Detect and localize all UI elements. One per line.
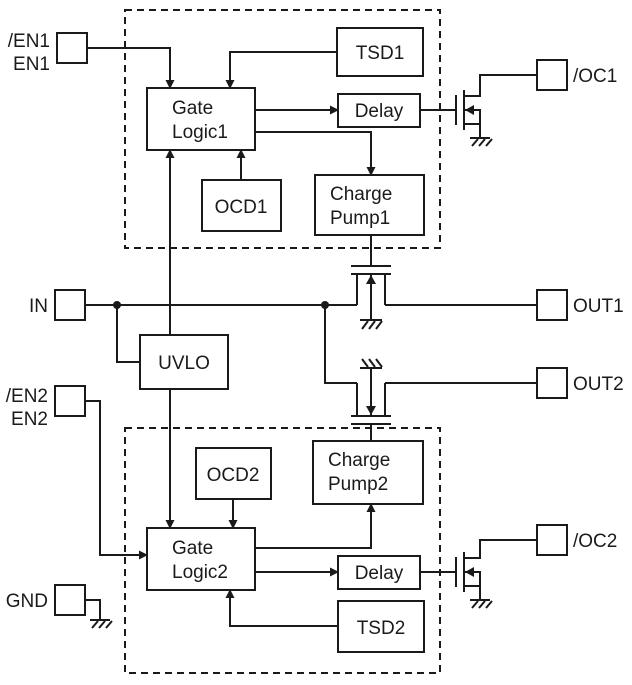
label-gate-logic1-line2: Logic1 — [172, 122, 228, 143]
gnd-ground-hatch — [91, 620, 113, 629]
pin-out1 — [536, 289, 568, 321]
pin-label-en1-line1: /EN1 — [8, 31, 50, 52]
pin-en1 — [56, 32, 88, 64]
oc1-ground-hatch — [471, 138, 493, 147]
label-gate-logic1-line1: Gate — [172, 98, 213, 119]
oc2-fet-body-arrow — [465, 567, 474, 577]
channel1-dashed-region — [124, 9, 441, 249]
label-gate-logic2-line1: Gate — [172, 538, 213, 559]
wire-tsd2-to-gatelogic2 — [225, 589, 338, 627]
pin-in — [54, 289, 86, 321]
oc2-fet-symbol — [455, 539, 537, 609]
pin-out2 — [536, 367, 568, 399]
block-tsd1 — [336, 27, 424, 77]
pin-label-en2-line1: /EN2 — [6, 386, 48, 407]
pass-fet2-symbol — [351, 358, 391, 425]
pin-label-gnd: GND — [6, 591, 48, 612]
block-uvlo — [139, 334, 229, 390]
oc2-ground-hatch — [471, 600, 493, 609]
block-tsd2 — [337, 600, 425, 653]
pin-label-out1: OUT1 — [573, 296, 624, 317]
block-delay2 — [337, 555, 421, 590]
wire-in-branch-to-uvlo — [116, 305, 140, 363]
junction-dot-in-uvlo — [113, 301, 121, 309]
label-gate-logic2-line2: Logic2 — [172, 562, 228, 583]
wire-gnd-to-ground — [85, 599, 101, 620]
wire-gatelogic2-to-chargepump2 — [255, 503, 376, 549]
gnd-ground-symbol — [90, 619, 113, 629]
block-ocd2 — [195, 447, 272, 500]
block-delay1 — [337, 93, 421, 128]
label-delay2: Delay — [355, 563, 404, 584]
wire-en2-to-gatelogic2 — [85, 400, 148, 560]
block-gate-logic2 — [146, 527, 256, 591]
wire-in-branch-to-passfet2 — [324, 305, 357, 384]
wires — [85, 47, 537, 627]
label-charge-pump2-line2: Pump2 — [328, 474, 388, 495]
block-ocd1 — [201, 179, 282, 232]
pin-label-oc1: /OC1 — [573, 66, 617, 87]
oc1-fet-source-wire — [464, 123, 481, 138]
pin-gnd — [54, 584, 86, 616]
block-gate-logic1 — [146, 87, 256, 151]
wire-tsd1-to-gatelogic1 — [225, 51, 337, 89]
label-charge-pump1-line2: Pump1 — [330, 208, 390, 229]
block-charge-pump1 — [314, 174, 425, 236]
pin-label-en1-line2: EN1 — [13, 54, 50, 75]
pin-oc2 — [536, 524, 568, 556]
label-ocd1: OCD1 — [215, 197, 268, 218]
pin-label-en2-line2: EN2 — [11, 409, 48, 430]
label-uvlo: UVLO — [158, 353, 210, 374]
junction-dot-in-out2 — [321, 301, 329, 309]
channel2-dashed-region — [124, 427, 441, 674]
label-tsd1: TSD1 — [356, 43, 405, 64]
block-charge-pump2 — [312, 440, 424, 505]
label-tsd2: TSD2 — [357, 618, 406, 639]
oc1-fet-symbol — [455, 74, 537, 147]
label-ocd2: OCD2 — [207, 465, 260, 486]
pass-fet2-substrate-hatch — [361, 358, 383, 368]
pin-label-out2: OUT2 — [573, 374, 624, 395]
oc1-fet-drain-wire — [464, 74, 537, 97]
label-charge-pump2-line1: Charge — [328, 450, 390, 471]
label-delay1: Delay — [355, 101, 404, 122]
pass-fet2-body-arrow — [366, 406, 376, 415]
pass-fet1-substrate-hatch — [361, 320, 383, 330]
wire-gatelogic1-to-chargepump1 — [255, 131, 376, 176]
pin-oc1 — [536, 59, 568, 91]
pass-fet1-body-arrow — [366, 275, 376, 284]
pin-en2 — [54, 385, 86, 417]
oc2-fet-source-wire — [464, 585, 481, 600]
pass-fet1-symbol — [351, 265, 391, 330]
label-charge-pump1-line1: Charge — [330, 184, 392, 205]
oc1-fet-body-arrow — [465, 105, 474, 115]
oc2-fet-drain-wire — [464, 539, 537, 559]
pin-label-oc2: /OC2 — [573, 531, 617, 552]
wire-en1-to-gatelogic1 — [87, 47, 175, 89]
pin-label-in: IN — [29, 296, 48, 317]
